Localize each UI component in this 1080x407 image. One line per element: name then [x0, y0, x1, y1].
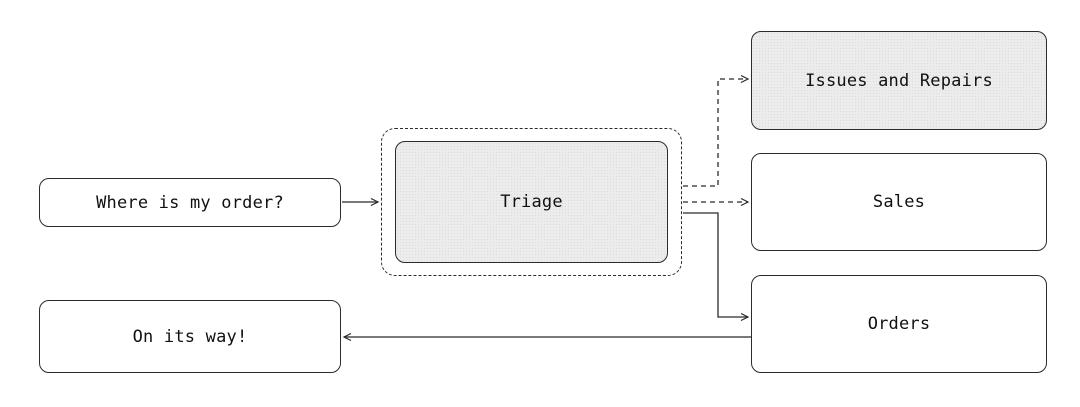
node-issues-and-repairs: Issues and Repairs: [751, 31, 1047, 130]
edge-triage-to-orders: [683, 212, 750, 322]
node-sales: Sales: [751, 153, 1047, 251]
node-sales-label: Sales: [872, 192, 926, 212]
node-triage: Triage: [395, 141, 668, 263]
node-question-label: Where is my order?: [96, 192, 284, 213]
node-issues-label: Issues and Repairs: [805, 70, 993, 91]
node-orders-label: Orders: [867, 314, 931, 334]
triage-group-frame: [381, 128, 682, 276]
node-answer: On its way!: [39, 300, 341, 373]
node-triage-label: Triage: [500, 192, 563, 212]
edge-triage-to-issues: [683, 74, 750, 187]
node-question: Where is my order?: [39, 178, 341, 227]
node-orders: Orders: [751, 275, 1047, 373]
node-answer-label: On its way!: [132, 326, 248, 347]
